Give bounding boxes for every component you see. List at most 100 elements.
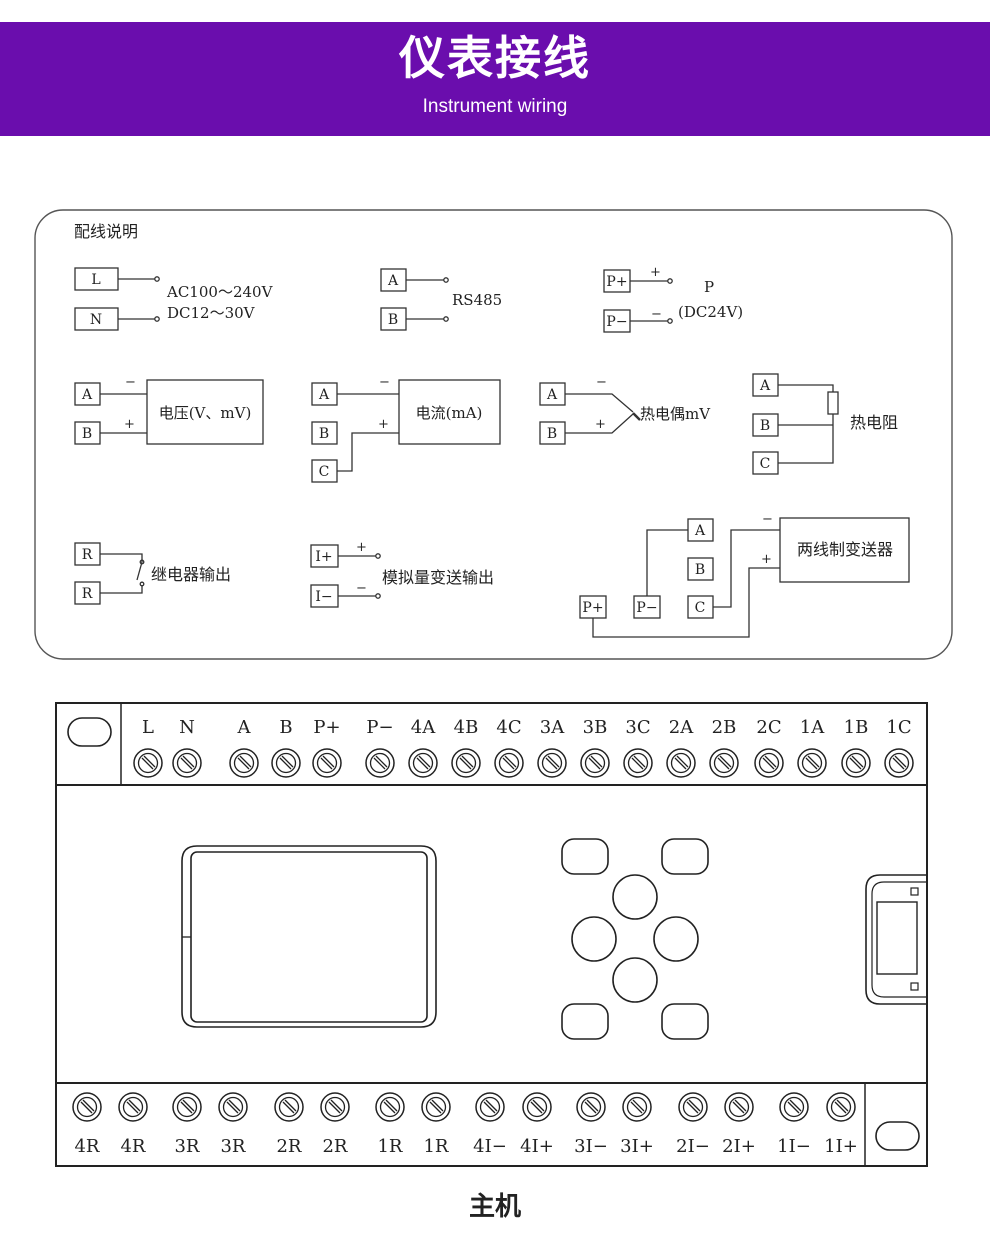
terminal-name: L — [142, 717, 154, 738]
relay-output-group: R R 继电器输出 — [74, 542, 231, 605]
terminal-screw-icon — [779, 1092, 809, 1122]
power-range-dc: DC12～30V — [167, 304, 256, 322]
power-output-group: P+ + P− − P (DC24V) — [603, 265, 743, 333]
mounting-slot-icon — [67, 717, 112, 747]
terminal-name: 1I+ — [824, 1136, 858, 1157]
terminal-name: 3I+ — [620, 1136, 654, 1157]
device-caption: 主机 — [468, 1192, 521, 1222]
terminal-label: C — [760, 456, 771, 472]
transmitter-label: 两线制变送器 — [797, 540, 893, 559]
terminal-name: 2B — [712, 717, 737, 738]
terminal-screw-icon — [274, 1092, 304, 1122]
voltage-source-box — [146, 379, 264, 445]
terminal-name: A — [237, 717, 252, 738]
legend-panel — [34, 209, 953, 660]
terminal-name: 1C — [886, 717, 911, 738]
terminal-name: 4I− — [473, 1136, 507, 1157]
terminal-name: P+ — [313, 717, 340, 738]
terminal-label: B — [695, 562, 705, 578]
current-source-box — [398, 379, 501, 445]
minus-sign: − — [125, 375, 136, 390]
terminal-box — [687, 557, 714, 581]
key-bottom-left-button[interactable] — [561, 1003, 609, 1040]
terminal-label: R — [82, 586, 93, 602]
terminal-name: 3B — [583, 717, 608, 738]
terminal-name: 1I− — [777, 1136, 811, 1157]
terminal-screw-icon — [312, 748, 342, 778]
terminal-label: I− — [315, 589, 332, 605]
terminal-screw-icon — [271, 748, 301, 778]
terminal-screw-icon — [320, 1092, 350, 1122]
key-top-right-button[interactable] — [661, 838, 709, 875]
lcd-bezel — [181, 845, 437, 1028]
key-left-button[interactable] — [571, 916, 617, 962]
device-outline — [55, 702, 928, 1167]
rtd-label: 热电阻 — [850, 413, 898, 432]
minus-sign: − — [596, 375, 607, 390]
terminal-name: 1B — [844, 717, 869, 738]
terminal-name: 1A — [800, 717, 825, 738]
terminal-name: 3R — [220, 1136, 245, 1157]
terminal-screw-icon — [666, 748, 696, 778]
current-label: 电流(mA) — [416, 404, 483, 422]
terminal-label: A — [81, 387, 93, 403]
terminal-label: C — [319, 464, 330, 480]
terminal-name: 3I− — [574, 1136, 608, 1157]
terminal-name: 2I− — [676, 1136, 710, 1157]
terminal-label: P+ — [606, 274, 627, 290]
thermocouple-junction-icon — [632, 412, 641, 421]
analog-output-group: I+ + I− − 模拟量变送输出 — [310, 540, 494, 608]
terminal-name: 2I+ — [722, 1136, 756, 1157]
thermocouple-label: 热电偶mV — [640, 405, 711, 423]
terminal-screw-icon — [678, 1092, 708, 1122]
voltage-label: 电压(V、mV) — [159, 404, 252, 422]
plus-sign: + — [650, 265, 661, 280]
key-right-button[interactable] — [653, 916, 699, 962]
terminal-screw-icon — [421, 1092, 451, 1122]
lcd-screen — [190, 851, 428, 1023]
terminal-screw-icon — [408, 748, 438, 778]
terminal-screw-icon — [754, 748, 784, 778]
terminal-screw-icon — [118, 1092, 148, 1122]
terminal-label: I+ — [315, 549, 332, 565]
terminal-label: P+ — [582, 600, 603, 616]
relay-label: 继电器输出 — [151, 565, 231, 584]
terminal-label: A — [759, 378, 771, 394]
terminal-label: B — [82, 426, 92, 442]
terminal-label: A — [546, 387, 558, 403]
key-bottom-right-button[interactable] — [661, 1003, 709, 1040]
terminal-screw-icon — [724, 1092, 754, 1122]
key-down-button[interactable] — [612, 957, 658, 1003]
page-title: 仪表接线 — [399, 31, 591, 85]
terminal-label: A — [318, 387, 330, 403]
legend-heading: 配线说明 — [74, 222, 138, 241]
terminal-screw-icon — [884, 748, 914, 778]
terminal-label: B — [760, 418, 770, 434]
terminal-name: 2R — [322, 1136, 347, 1157]
power-output-label: P — [704, 278, 714, 296]
minus-sign: − — [762, 512, 773, 527]
plus-sign: + — [595, 417, 606, 432]
terminal-label: P− — [636, 600, 657, 616]
terminal-name: 1R — [423, 1136, 448, 1157]
relay-contact-icon — [136, 561, 143, 581]
terminal-screw-icon — [841, 748, 871, 778]
key-top-left-button[interactable] — [561, 838, 609, 875]
terminal-name: 4R — [74, 1136, 99, 1157]
plus-sign: + — [378, 417, 389, 432]
terminal-label: B — [547, 426, 557, 442]
terminal-name: 2C — [756, 717, 781, 738]
rtd-group: A B C 热电阻 — [752, 373, 898, 475]
voltage-input-group: A B − + 电压(V、mV) — [74, 375, 264, 445]
terminal-screw-icon — [172, 1092, 202, 1122]
side-connector-port — [865, 874, 927, 1005]
key-up-button[interactable] — [612, 874, 658, 920]
terminal-name: 2R — [276, 1136, 301, 1157]
terminal-name: 4C — [496, 717, 521, 738]
terminal-screw-icon — [218, 1092, 248, 1122]
page-subtitle: Instrument wiring — [422, 96, 568, 117]
